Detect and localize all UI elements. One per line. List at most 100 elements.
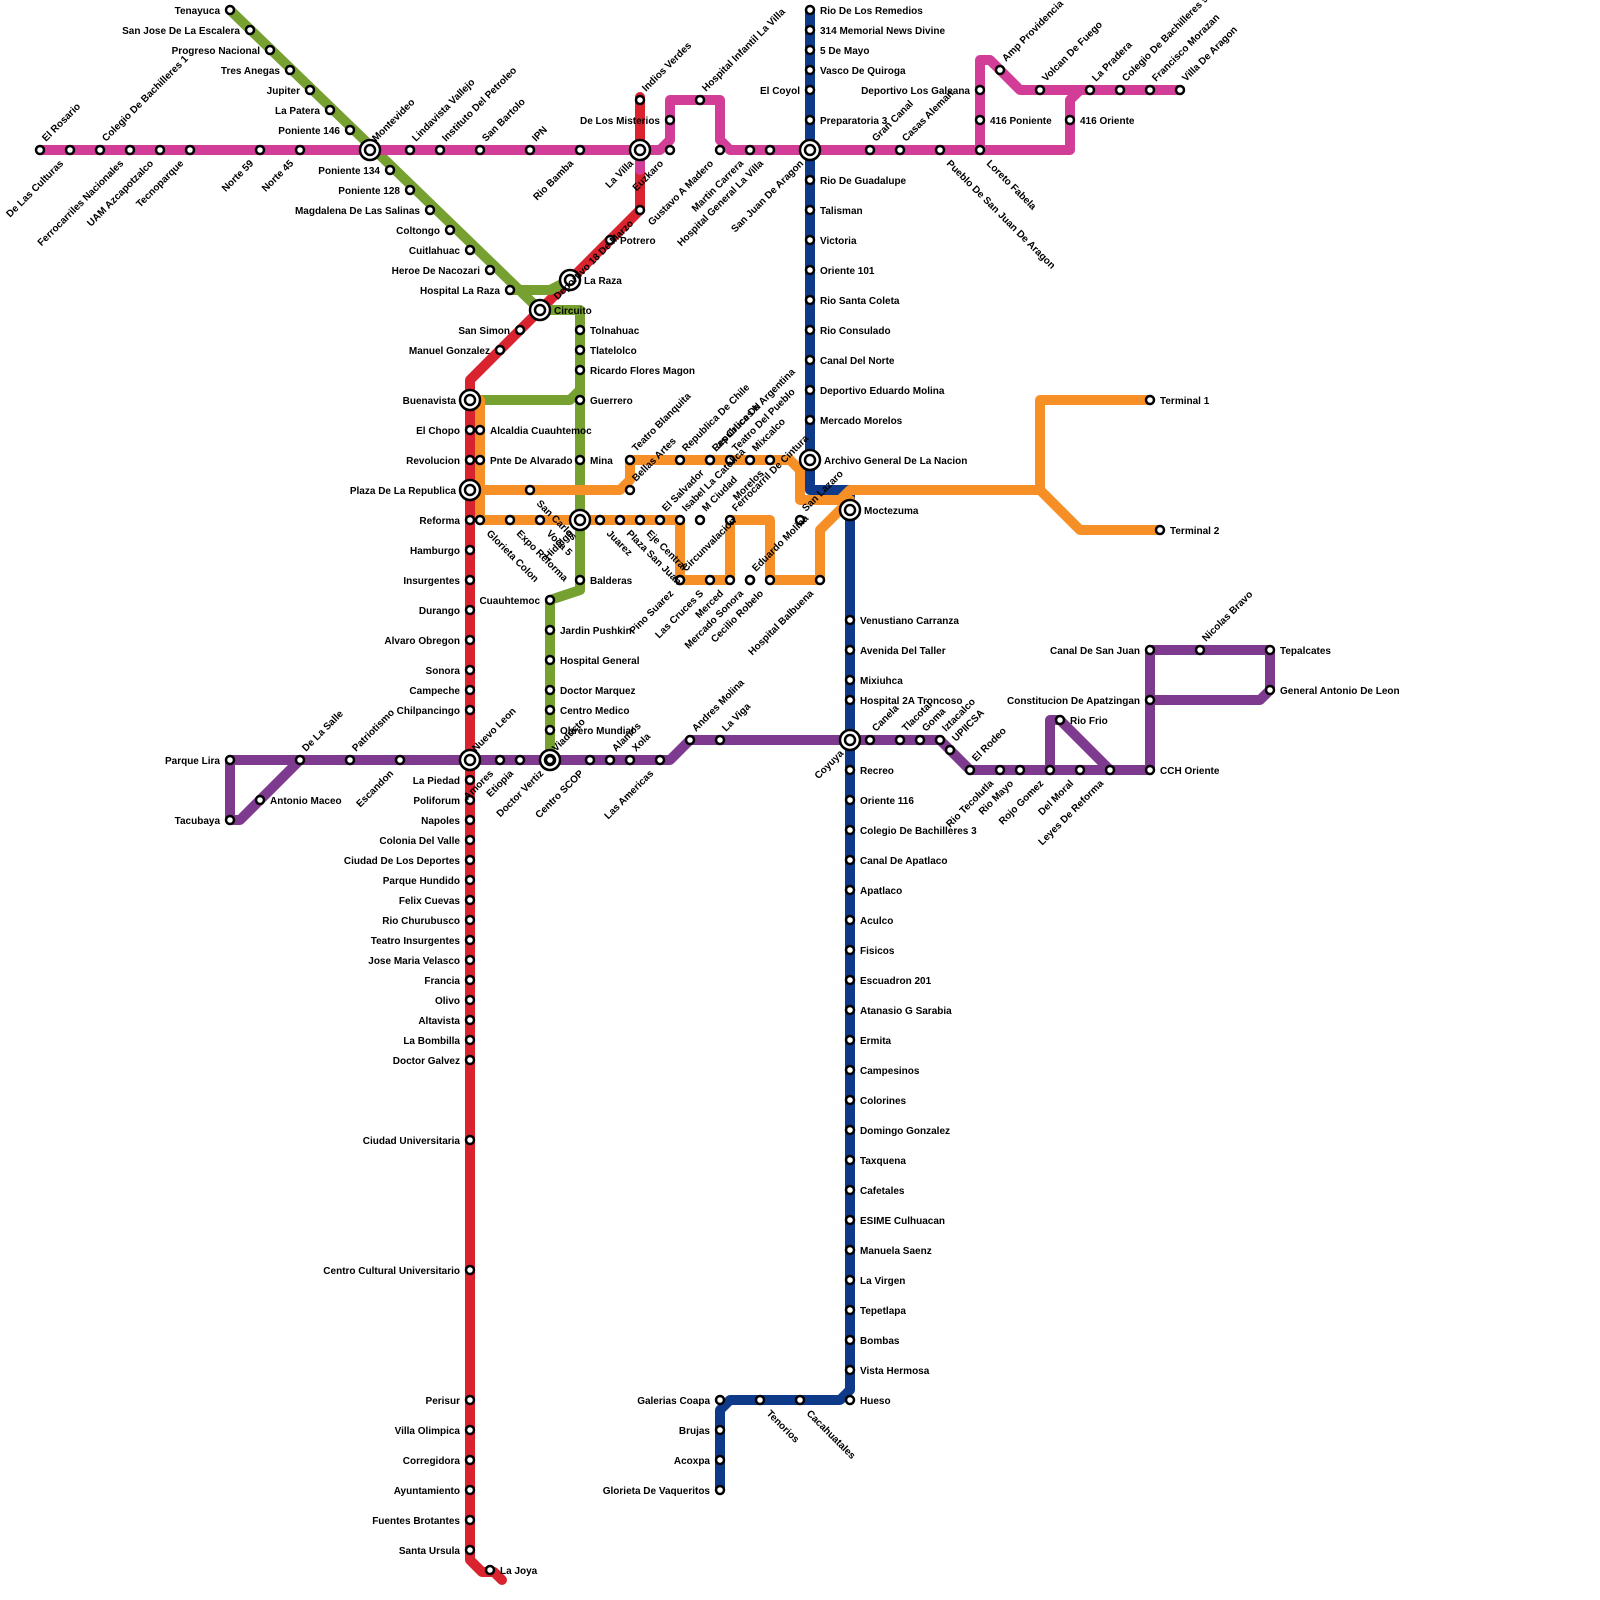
station-marker-del-moral[interactable] <box>1074 764 1086 776</box>
station-marker-atanasio-g-sarabia[interactable] <box>844 1004 856 1016</box>
station-marker-taxquena[interactable] <box>844 1154 856 1166</box>
station-marker-hospital-general[interactable] <box>544 654 556 666</box>
station-marker-obrero-mundial[interactable] <box>544 724 556 736</box>
station-marker-santa-ursula[interactable] <box>464 1544 476 1556</box>
station-marker-jupiter[interactable] <box>304 84 316 96</box>
station-marker-el-rosario[interactable] <box>34 144 46 156</box>
station-marker-glorieta-colon[interactable] <box>474 514 486 526</box>
station-marker-ferrocarril-de-cintura[interactable] <box>724 514 736 526</box>
station-marker-isabel-la-catolica[interactable] <box>674 514 686 526</box>
station-marker-republica-de-chile[interactable] <box>674 454 686 466</box>
station-marker-magdalena-de-las-salinas[interactable] <box>424 204 436 216</box>
station-marker-coltongo[interactable] <box>444 224 456 236</box>
station-marker-rio-de-los-remedios[interactable] <box>804 4 816 16</box>
station-marker-pino-suarez[interactable] <box>674 574 686 586</box>
station-marker-brujas[interactable] <box>714 1424 726 1436</box>
station-marker-san-bartolo[interactable] <box>474 144 486 156</box>
station-marker-deportivo-los-galeana[interactable] <box>974 84 986 96</box>
station-marker-escuadron-201[interactable] <box>844 974 856 986</box>
station-marker-colonia-del-valle[interactable] <box>464 834 476 846</box>
station-marker-centro-scop[interactable] <box>584 754 596 766</box>
station-marker-centro-cultural-universitario[interactable] <box>464 1264 476 1276</box>
station-marker-villa-de-aragon[interactable] <box>1174 84 1186 96</box>
station-marker-hueso[interactable] <box>844 1394 856 1406</box>
station-marker-rio-consulado[interactable] <box>804 324 816 336</box>
station-marker-etiopia[interactable] <box>514 754 526 766</box>
station-marker-lindavista-vallejo[interactable] <box>404 144 416 156</box>
station-marker-casas-aleman[interactable] <box>894 144 906 156</box>
station-marker-tres-anegas[interactable] <box>284 64 296 76</box>
station-marker-voca-5[interactable] <box>534 514 546 526</box>
station-marker-expo-reforma[interactable] <box>504 514 516 526</box>
station-marker-alcaldia-cuauhtemoc[interactable] <box>474 424 486 436</box>
station-marker-parque-lira[interactable] <box>224 754 236 766</box>
station-marker-rio-tecolutla[interactable] <box>994 764 1006 776</box>
station-marker-juarez[interactable] <box>594 514 606 526</box>
station-marker-de-la-salle[interactable] <box>294 754 306 766</box>
station-marker-colegio-de-bachilleres-3[interactable] <box>844 824 856 836</box>
station-marker-norte-45[interactable] <box>294 144 306 156</box>
station-marker-indios-verdes[interactable] <box>634 94 646 106</box>
station-marker-manuela-saenz[interactable] <box>844 1244 856 1256</box>
station-marker-rio-frio[interactable] <box>1054 714 1066 726</box>
station-marker-pueblo-de-san-juan-de-aragon[interactable] <box>934 144 946 156</box>
station-marker-nicolas-bravo[interactable] <box>1194 644 1206 656</box>
station-marker-deportivo-18-de-marzo[interactable] <box>634 204 646 216</box>
station-marker-colegio-de-bachilleres-1[interactable] <box>94 144 106 156</box>
station-marker-alvaro-obregon[interactable] <box>464 634 476 646</box>
station-marker-euzkaro[interactable] <box>664 144 676 156</box>
station-marker-domingo-gonzalez[interactable] <box>844 1124 856 1136</box>
station-marker-jose-maria-velasco[interactable] <box>464 954 476 966</box>
station-marker-andres-molina[interactable] <box>684 734 696 746</box>
station-marker-centro-medico[interactable] <box>544 704 556 716</box>
station-marker-pnte-de-alvarado[interactable] <box>474 454 486 466</box>
station-marker-tacubaya[interactable] <box>224 814 236 826</box>
station-marker-glorieta-de-vaqueritos[interactable] <box>714 1484 726 1496</box>
station-marker-alamos[interactable] <box>604 754 616 766</box>
station-marker-cuitlahuac[interactable] <box>464 244 476 256</box>
station-marker-fisicos[interactable] <box>844 944 856 956</box>
station-marker-tecnoparque[interactable] <box>184 144 196 156</box>
station-marker-hospital-la-raza[interactable] <box>504 284 516 296</box>
station-marker-altavista[interactable] <box>464 1014 476 1026</box>
station-marker-campesinos[interactable] <box>844 1064 856 1076</box>
station-marker-canal-de-apatlaco[interactable] <box>844 854 856 866</box>
station-marker-de-las-culturas[interactable] <box>64 144 76 156</box>
station-marker-galerias-coapa[interactable] <box>714 1394 726 1406</box>
station-marker-canal-del-norte[interactable] <box>804 354 816 366</box>
station-marker-antonio-maceo[interactable] <box>254 794 266 806</box>
station-marker-guerrero[interactable] <box>574 394 586 406</box>
station-marker-poniente-134[interactable] <box>384 164 396 176</box>
station-marker-fuentes-brotantes[interactable] <box>464 1514 476 1526</box>
station-marker-uam-azcapotzalco[interactable] <box>154 144 166 156</box>
station-marker-colegio-de-bachilleres-9[interactable] <box>1114 84 1126 96</box>
station-marker-416-oriente[interactable] <box>1064 114 1076 126</box>
station-marker-tenorios[interactable] <box>754 1394 766 1406</box>
station-marker-upiicsa[interactable] <box>944 744 956 756</box>
station-marker-teatro-insurgentes[interactable] <box>464 934 476 946</box>
station-marker-rio-bamba[interactable] <box>574 144 586 156</box>
station-marker-loreto-fabela[interactable] <box>974 144 986 156</box>
station-marker-campeche[interactable] <box>464 684 476 696</box>
station-marker-aculco[interactable] <box>844 914 856 926</box>
station-marker-las-cruces-n[interactable] <box>704 454 716 466</box>
station-marker-manuel-gonzalez[interactable] <box>494 344 506 356</box>
station-marker-m-ciudad[interactable] <box>694 514 706 526</box>
station-marker-leyes-de-reforma[interactable] <box>1104 764 1116 776</box>
station-marker-jardin-pushkin[interactable] <box>544 624 556 636</box>
station-marker-instituto-del-petroleo[interactable] <box>434 144 446 156</box>
station-marker-el-salvador[interactable] <box>654 514 666 526</box>
station-marker-san-carlos[interactable] <box>524 484 536 496</box>
station-marker-la-bombilla[interactable] <box>464 1034 476 1046</box>
station-marker-terminal-2[interactable] <box>1154 524 1166 536</box>
station-marker-rojo-gomez[interactable] <box>1044 764 1056 776</box>
station-marker-francia[interactable] <box>464 974 476 986</box>
station-marker-hospital-infantil-la-villa[interactable] <box>694 94 706 106</box>
station-marker-la-virgen[interactable] <box>844 1274 856 1286</box>
station-marker-cuauhtemoc[interactable] <box>544 594 556 606</box>
station-marker-amp-providencia[interactable] <box>994 64 1006 76</box>
station-marker-deportivo-eduardo-molina[interactable] <box>804 384 816 396</box>
station-marker-la-pradera[interactable] <box>1084 84 1096 96</box>
station-marker-talisman[interactable] <box>804 204 816 216</box>
station-marker-la-joya[interactable] <box>484 1564 496 1576</box>
